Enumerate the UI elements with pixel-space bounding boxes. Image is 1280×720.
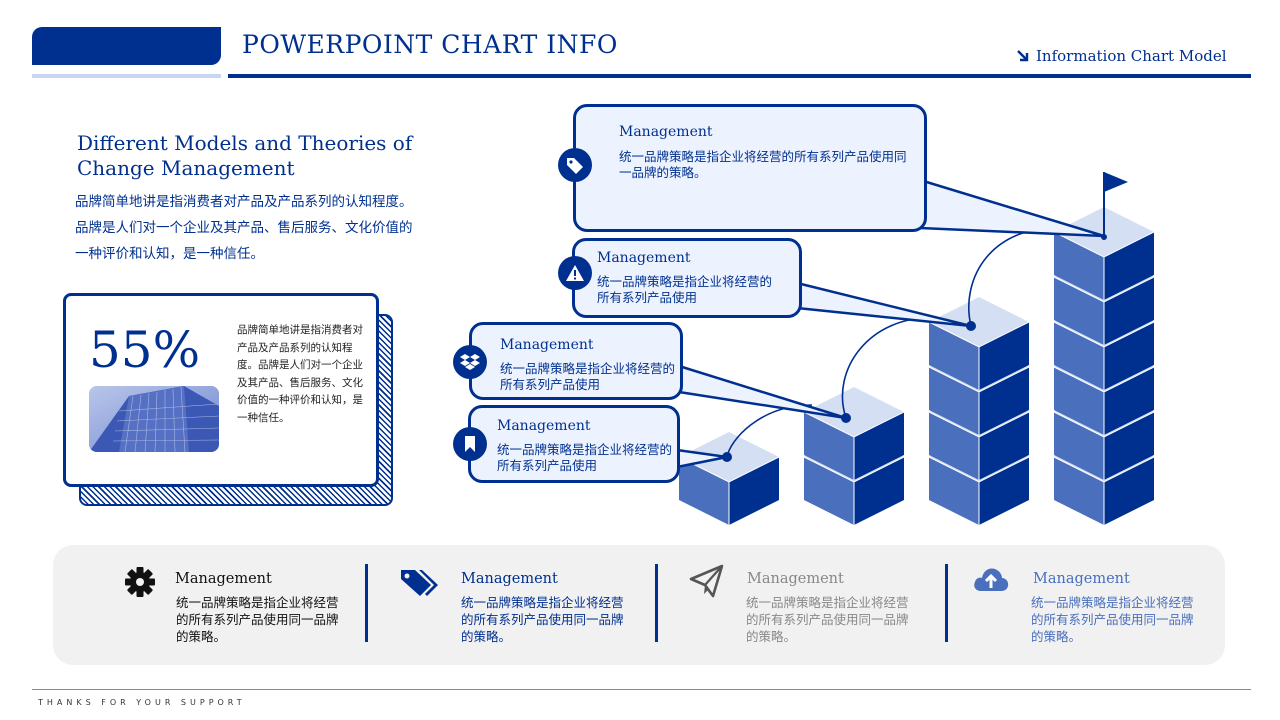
- feature-1-body: 统一品牌策略是指企业将经营的所有系列产品使用同一品牌的策略。: [176, 595, 339, 644]
- callout-2: Management 统一品牌策略是指企业将经营的所有系列产品使用: [572, 238, 802, 318]
- intro-body: 品牌简单地讲是指消费者对产品及产品系列的认知程度。品牌是人们对一个企业及其产品、…: [75, 194, 413, 262]
- warning-icon: [558, 256, 592, 290]
- feature-divider-1: [365, 564, 368, 642]
- footer-divider: [32, 689, 1251, 690]
- feature-4-body: 统一品牌策略是指企业将经营的所有系列产品使用同一品牌的策略。: [1031, 595, 1194, 644]
- feature-3-title: Management: [747, 571, 844, 587]
- cloud-upload-icon: [972, 564, 1010, 598]
- tags-icon: [400, 567, 440, 603]
- feature-divider-3: [945, 564, 948, 642]
- callout-tail-2: [795, 281, 973, 328]
- intro-title: Different Models and Theories of Change …: [77, 131, 413, 180]
- callout-2-title: Management: [597, 250, 691, 266]
- callout-4-title: Management: [497, 418, 591, 434]
- flag-icon: [1103, 172, 1128, 237]
- feature-divider-2: [655, 564, 658, 642]
- cube-column-1: [678, 431, 780, 526]
- callout-3: Management 统一品牌策略是指企业将经营的所有系列产品使用: [469, 322, 683, 400]
- header-accent-block: [32, 27, 221, 65]
- callout-3-title: Management: [500, 337, 594, 353]
- callout-4-body: 统一品牌策略是指企业将经营的所有系列产品使用: [497, 442, 673, 473]
- feature-panel: [53, 545, 1225, 665]
- feature-2-body: 统一品牌策略是指企业将经营的所有系列产品使用同一品牌的策略。: [461, 595, 624, 644]
- tag-icon: [558, 148, 592, 182]
- header-subtitle-text: Information Chart Model: [1036, 47, 1227, 65]
- feature-3-body: 统一品牌策略是指企业将经营的所有系列产品使用同一品牌的策略。: [746, 595, 909, 644]
- bookmark-icon: [453, 427, 487, 461]
- callout-3-body: 统一品牌策略是指企业将经营的所有系列产品使用: [500, 361, 676, 392]
- header-underline-light: [32, 74, 221, 78]
- header-subtitle: Information Chart Model: [1016, 47, 1227, 65]
- callout-2-body: 统一品牌策略是指企业将经营的所有系列产品使用: [597, 274, 773, 305]
- paper-plane-icon: [689, 563, 725, 603]
- callout-tail-3: [677, 364, 848, 420]
- feature-2-title: Management: [461, 571, 558, 587]
- header-underline: [228, 74, 1251, 78]
- cube-column-2: [803, 386, 905, 526]
- gear-icon: [124, 566, 156, 602]
- feature-1-title: Management: [175, 571, 272, 587]
- page-title: POWERPOINT CHART INFO: [242, 30, 618, 59]
- stat-card-text: 品牌简单地讲是指消费者对产品及产品系列的认知程度。品牌是人们对一个企业及其产品、…: [237, 324, 363, 424]
- callout-1-body: 统一品牌策略是指企业将经营的所有系列产品使用同一品牌的策略。: [619, 149, 907, 180]
- callout-tail-1: [918, 178, 1106, 238]
- footer-text: THANKS FOR YOUR SUPPORT: [38, 698, 246, 707]
- cube-column-4: [1053, 206, 1155, 526]
- building-photo: [89, 386, 219, 452]
- callout-1: Management 统一品牌策略是指企业将经营的所有系列产品使用同一品牌的策略…: [573, 104, 927, 232]
- cube-column-3: [928, 296, 1030, 526]
- arrow-down-right-icon: [1017, 50, 1029, 62]
- feature-4-title: Management: [1033, 571, 1130, 587]
- callout-4: Management 统一品牌策略是指企业将经营的所有系列产品使用: [468, 405, 680, 483]
- dropbox-icon: [453, 345, 487, 379]
- callout-1-title: Management: [619, 124, 713, 140]
- stat-percent: 55%: [89, 321, 201, 379]
